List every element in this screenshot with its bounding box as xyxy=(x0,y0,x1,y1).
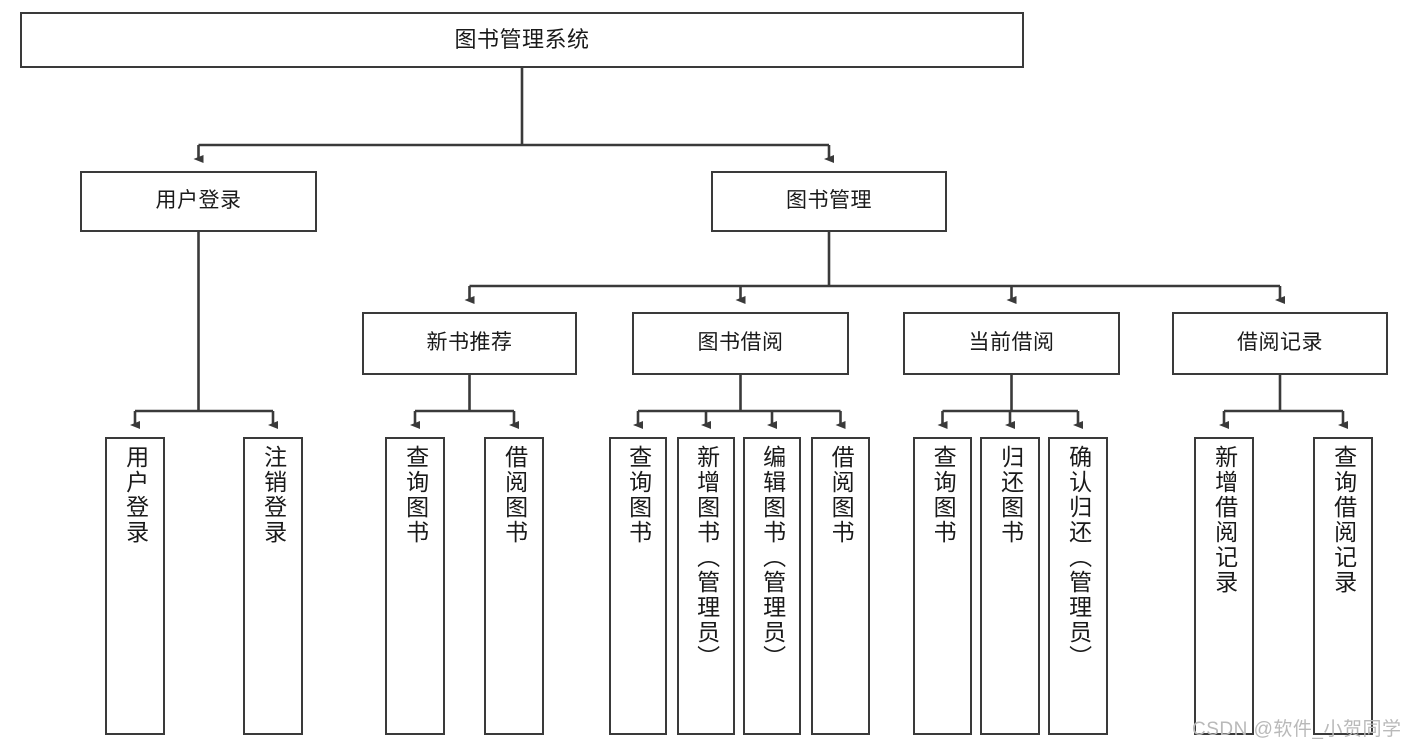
node-leaf-borrow-book-1[interactable]: 借阅图书 xyxy=(484,437,544,735)
node-label: 借阅记录 xyxy=(1237,331,1323,355)
node-label: 图书管理系统 xyxy=(454,27,590,53)
node-leaf-edit-book[interactable]: 编辑图书（管理员） xyxy=(743,437,801,735)
node-label: 新书推荐 xyxy=(426,331,513,355)
node-leaf-query-book-1[interactable]: 查询图书 xyxy=(385,437,445,735)
csdn-watermark: CSDN @软件_小贺同学 xyxy=(1192,719,1402,740)
node-label: 归还图书 xyxy=(997,445,1024,545)
node-leaf-borrow-book-2[interactable]: 借阅图书 xyxy=(811,437,870,735)
node-label: 新增借阅记录 xyxy=(1211,445,1238,595)
node-label: 注销登录 xyxy=(260,445,287,545)
node-leaf-logout[interactable]: 注销登录 xyxy=(243,437,303,735)
node-label: 新增图书（管理员） xyxy=(693,445,720,670)
node-book-manage[interactable]: 图书管理 xyxy=(711,171,947,232)
node-leaf-query-book-3[interactable]: 查询图书 xyxy=(913,437,972,735)
node-label: 图书管理 xyxy=(786,189,872,213)
node-new-book-rec[interactable]: 新书推荐 xyxy=(362,312,577,375)
node-leaf-add-record[interactable]: 新增借阅记录 xyxy=(1194,437,1254,735)
node-root[interactable]: 图书管理系统 xyxy=(20,12,1024,68)
node-label: 编辑图书（管理员） xyxy=(759,445,786,670)
node-current-borrow[interactable]: 当前借阅 xyxy=(903,312,1120,375)
node-leaf-return-book[interactable]: 归还图书 xyxy=(980,437,1040,735)
node-label: 借阅图书 xyxy=(828,445,855,545)
node-label: 查询图书 xyxy=(930,445,957,545)
node-book-borrow[interactable]: 图书借阅 xyxy=(632,312,849,375)
node-label: 用户登录 xyxy=(122,445,149,545)
node-label: 图书借阅 xyxy=(697,331,784,355)
node-label: 查询借阅记录 xyxy=(1330,445,1357,595)
node-leaf-add-book[interactable]: 新增图书（管理员） xyxy=(677,437,735,735)
node-leaf-query-book-2[interactable]: 查询图书 xyxy=(609,437,667,735)
node-label: 查询图书 xyxy=(625,445,652,545)
node-label: 用户登录 xyxy=(155,189,242,213)
node-leaf-user-login[interactable]: 用户登录 xyxy=(105,437,165,735)
node-user-login[interactable]: 用户登录 xyxy=(80,171,317,232)
node-label: 查询图书 xyxy=(402,445,429,545)
node-label: 当前借阅 xyxy=(968,331,1055,355)
node-leaf-confirm-return[interactable]: 确认归还（管理员） xyxy=(1048,437,1108,735)
node-label: 借阅图书 xyxy=(501,445,528,545)
node-borrow-record[interactable]: 借阅记录 xyxy=(1172,312,1388,375)
node-leaf-query-record[interactable]: 查询借阅记录 xyxy=(1313,437,1373,735)
node-label: 确认归还（管理员） xyxy=(1065,445,1092,670)
